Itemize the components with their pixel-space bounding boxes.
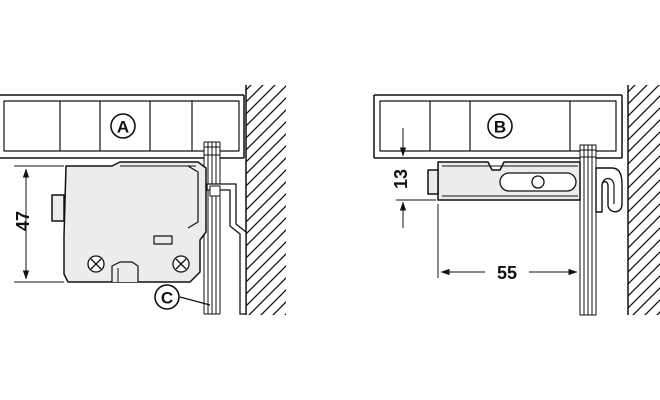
screw-right-a — [172, 255, 190, 273]
dimension-13 — [396, 128, 436, 228]
callout-b-label: B — [494, 118, 506, 137]
latch-stub-a — [51, 194, 65, 222]
bracket-a — [206, 183, 247, 315]
dimension-label-47: 47 — [13, 211, 33, 231]
callout-a-label: A — [117, 118, 129, 137]
leader-c — [179, 296, 211, 306]
screw-left-a — [87, 255, 105, 273]
dimension-label-55: 55 — [497, 263, 517, 283]
wall-a — [245, 85, 286, 315]
latch-stub-b — [427, 169, 439, 195]
view-b — [373, 85, 660, 316]
dimension-label-13: 13 — [391, 169, 411, 189]
hook-bracket-b — [595, 167, 623, 213]
callout-c: C — [154, 284, 180, 310]
dimension-47 — [14, 165, 64, 283]
wall-b — [627, 85, 660, 315]
callout-c-label: C — [161, 289, 173, 308]
cabinet-rail-a — [0, 94, 245, 159]
callout-a: A — [110, 113, 136, 139]
pin-b — [531, 175, 545, 189]
latch-body-a — [63, 161, 207, 283]
callout-b: B — [487, 113, 513, 139]
view-a — [0, 85, 286, 315]
door-panel-b — [579, 144, 597, 316]
